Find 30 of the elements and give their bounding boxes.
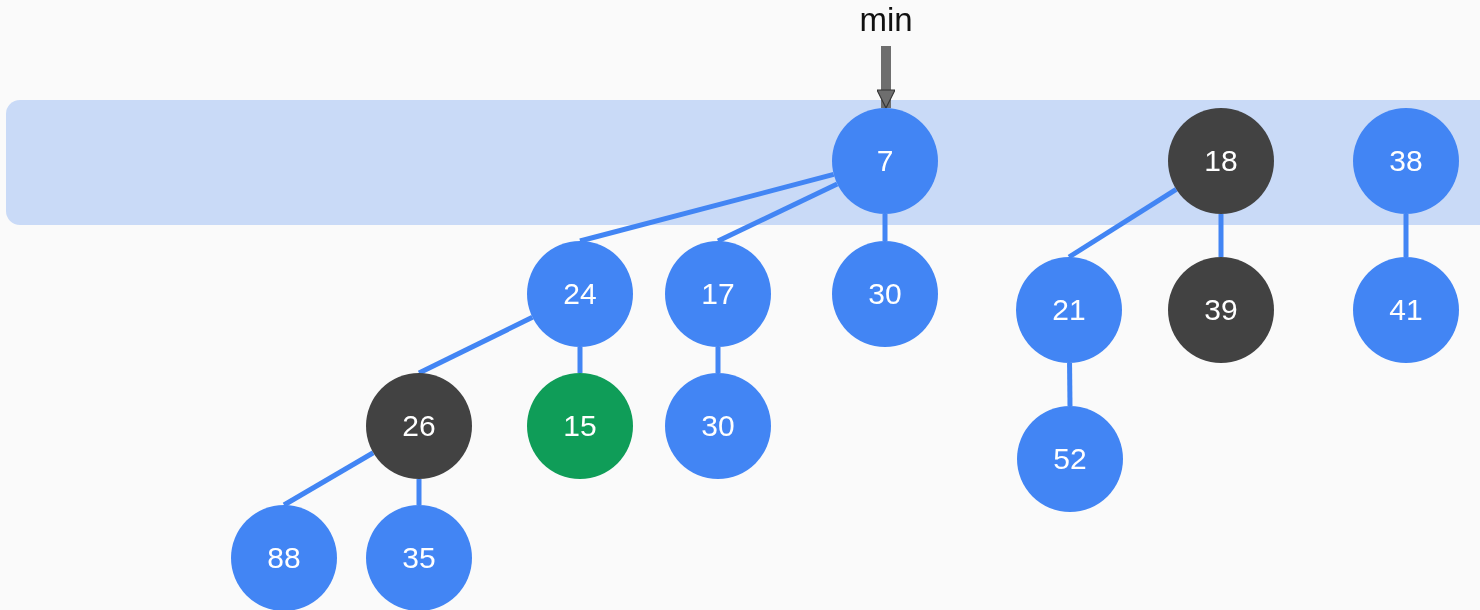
heap-node-circle: 24 [527, 241, 633, 347]
marked-node-circle: 18 [1168, 108, 1274, 214]
heap-node-circle: 35 [366, 505, 472, 610]
heap-node-circle: 17 [665, 241, 771, 347]
heap-node-circle: 52 [1017, 406, 1123, 512]
tree-edge-line [1067, 187, 1178, 260]
tree-edge-line [716, 181, 839, 244]
highlighted-node-circle: 15 [527, 373, 633, 479]
tree-edge-line [416, 479, 422, 505]
heap-node-circle: 30 [665, 373, 771, 479]
tree-edge-line [1403, 214, 1409, 257]
marked-node-circle: 39 [1168, 257, 1274, 363]
pointer-arrow [876, 46, 896, 109]
tree-edge-line [417, 315, 534, 376]
tree-edge-line [282, 450, 375, 508]
tree-edge-line [579, 172, 835, 244]
pointer-label: min [846, 0, 926, 42]
heap-node-circle: 88 [231, 505, 337, 610]
marked-node-circle: 26 [366, 373, 472, 479]
heap-node-circle: 30 [832, 241, 938, 347]
tree-edge-line [715, 347, 721, 373]
tree-edge-line [577, 347, 583, 373]
heap-node-circle: 38 [1353, 108, 1459, 214]
tree-edge-line [1218, 214, 1224, 257]
heap-node-circle: 21 [1016, 257, 1122, 363]
heap-node-circle: 7 [832, 108, 938, 214]
tree-edge-line [882, 214, 888, 241]
root-list-band [6, 100, 1480, 225]
tree-edge-line [1067, 362, 1073, 407]
heap-node-circle: 41 [1353, 257, 1459, 363]
